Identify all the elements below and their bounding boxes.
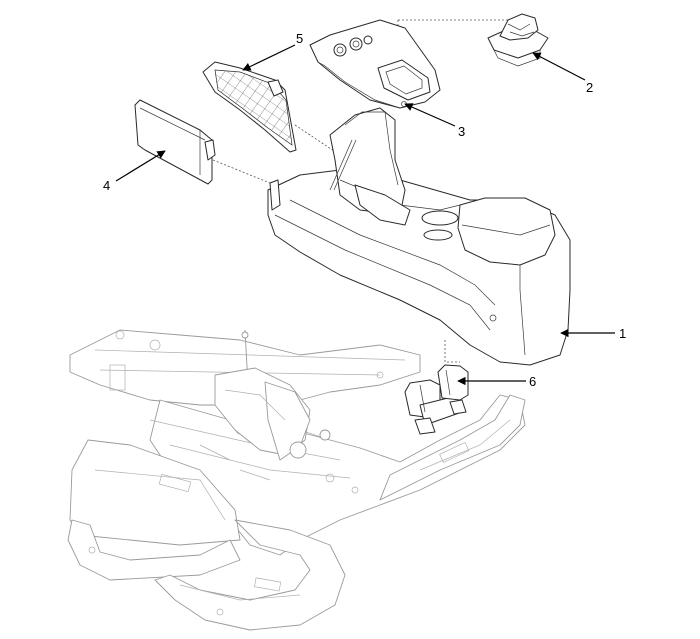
callout-labels: 1 2 3 4 5 6: [103, 31, 626, 389]
callout-leaders: [115, 44, 615, 386]
console-upper-cover: [309, 19, 441, 109]
console-mounting-bracket: [404, 364, 469, 435]
callout-5: 5: [296, 31, 303, 46]
floor-frame: [67, 329, 526, 631]
floor-console-assembly: [267, 107, 571, 366]
leader-3: [404, 103, 456, 127]
callout-6: 6: [529, 374, 536, 389]
leader-2: [532, 52, 586, 81]
callout-1: 1: [619, 326, 626, 341]
leader-5: [242, 44, 296, 71]
callout-4: 4: [103, 178, 110, 193]
shift-lever-mechanism: [214, 329, 331, 461]
side-cover-lh: [202, 61, 297, 153]
callout-3: 3: [458, 124, 465, 139]
shift-boot: [487, 13, 549, 67]
side-cover-rh: [134, 99, 216, 185]
callout-2: 2: [586, 80, 593, 95]
leader-4: [115, 150, 166, 182]
